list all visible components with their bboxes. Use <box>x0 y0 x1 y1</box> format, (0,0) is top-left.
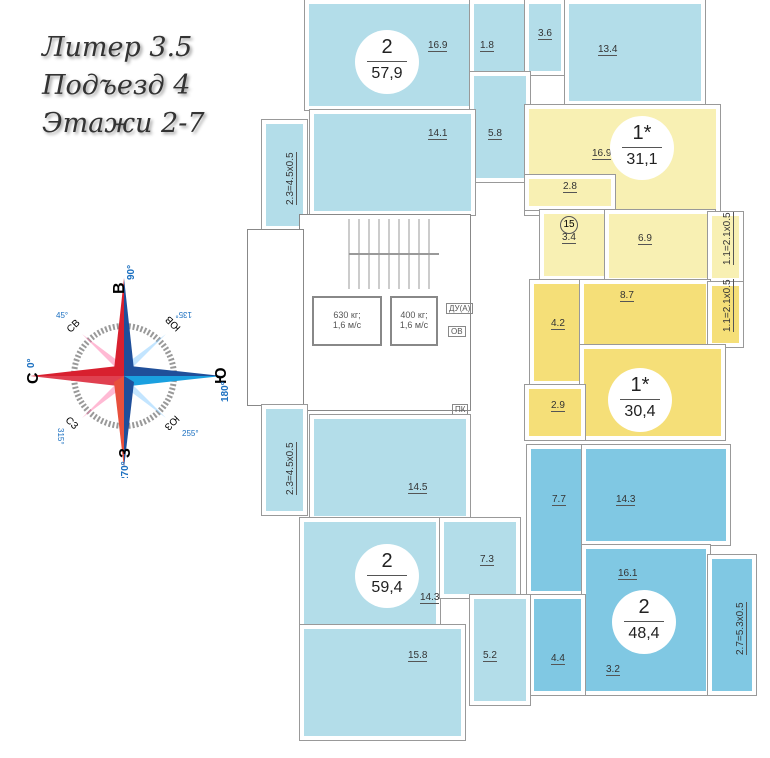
room-hall <box>526 444 588 596</box>
room-loggia <box>261 404 308 516</box>
room-hall <box>469 71 531 183</box>
dir-sw: ЮЗ <box>162 413 181 432</box>
deg-ne: 45° <box>56 311 68 320</box>
area-label: 3.6 <box>538 28 552 40</box>
dir-south: Ю <box>213 368 230 385</box>
deg-nw: 315° <box>56 428 65 445</box>
lobby-balcony <box>247 229 304 406</box>
compass-rose: В 90° С 0° Ю 180° З 270° СВ 45° ЮВ 135° … <box>25 265 231 478</box>
room-loggia <box>707 554 757 696</box>
compass-arrow-north <box>30 366 124 376</box>
area-label: 2.3=4.5х0.5 <box>285 442 297 495</box>
area-label: 1.8 <box>480 40 494 52</box>
area-label: 2.9 <box>551 400 565 412</box>
room-bedroom <box>564 0 706 106</box>
deg-south: 180° <box>220 381 231 402</box>
dir-ne: СВ <box>65 317 83 335</box>
area-label: 1.1=2.1х0.5 <box>722 212 734 265</box>
compass-arrow-west <box>114 376 124 468</box>
room-kitchen <box>309 109 476 216</box>
room-bedroom <box>581 444 731 546</box>
area-label: 13.4 <box>598 44 618 56</box>
apartment-badge: 1*30,4 <box>608 368 672 432</box>
room-kitchen <box>579 279 711 351</box>
area-label: 14.3 <box>420 592 440 604</box>
compass-arrow-south <box>124 366 222 376</box>
room-loggia <box>261 119 308 231</box>
dir-north: С <box>25 372 42 384</box>
area-label: 7.3 <box>480 554 494 566</box>
room-hall <box>524 384 586 441</box>
room-balcony <box>707 281 744 348</box>
area-label: 8.7 <box>620 290 634 302</box>
room-wc <box>524 0 566 76</box>
area-label: 2.7=5.3х0.5 <box>735 602 747 655</box>
area-label: 16.1 <box>618 568 638 580</box>
entrance-label: Подъезд 4 <box>42 70 191 101</box>
area-label: 14.3 <box>616 494 636 506</box>
stairs-icon <box>348 219 439 289</box>
apartment-badge: 1*31,1 <box>610 116 674 180</box>
room-kitchen <box>309 414 471 521</box>
room-bedroom <box>299 624 466 741</box>
area-label: 15.8 <box>408 650 428 662</box>
area-label: 4.2 <box>551 318 565 330</box>
area-label: 14.5 <box>408 482 428 494</box>
ventilation-label: ОВ <box>448 326 466 337</box>
dir-west: З <box>117 448 134 458</box>
deg-sw: 255° <box>182 429 199 438</box>
area-label: 5.8 <box>488 128 502 140</box>
area-label: 16.9 <box>428 40 448 52</box>
deg-north: 0° <box>26 358 37 368</box>
area-label: 1.1=2.1х0.5 <box>722 279 734 332</box>
building-label: Литер 3.5 <box>42 32 193 63</box>
room-bath <box>529 279 586 386</box>
deg-west: 270° <box>120 461 131 478</box>
room-balcony <box>707 211 744 283</box>
deg-east: 90° <box>126 265 137 280</box>
area-label: 16.9 <box>592 148 612 160</box>
unit-number: 15 <box>560 216 578 234</box>
floors-label: Этажи 2-7 <box>42 108 205 139</box>
area-label: 14.1 <box>428 128 448 140</box>
area-label: 3.4 <box>562 232 576 244</box>
room-bath <box>469 594 531 706</box>
area-label: 6.9 <box>638 233 652 245</box>
dir-east: В <box>111 282 128 294</box>
smoke-shaft-label: ДУ(А) <box>446 303 474 314</box>
area-label: 2.8 <box>563 181 577 193</box>
deg-se: 135° <box>175 310 192 319</box>
lift-630: 630 кг;1,6 м/с <box>312 296 382 346</box>
area-label: 4.4 <box>551 653 565 665</box>
fire-hydrant-label: ПК <box>452 404 469 415</box>
room-bath <box>469 0 531 76</box>
lift-400: 400 кг;1,6 м/с <box>390 296 438 346</box>
area-label: 2.3=4.5х0.5 <box>285 152 297 205</box>
room-kitchen <box>604 209 716 283</box>
area-label: 5.2 <box>483 650 497 662</box>
compass-arrow-east <box>114 278 124 376</box>
area-label: 3.2 <box>606 664 620 676</box>
room-bath <box>529 594 586 696</box>
area-label: 7.7 <box>552 494 566 506</box>
